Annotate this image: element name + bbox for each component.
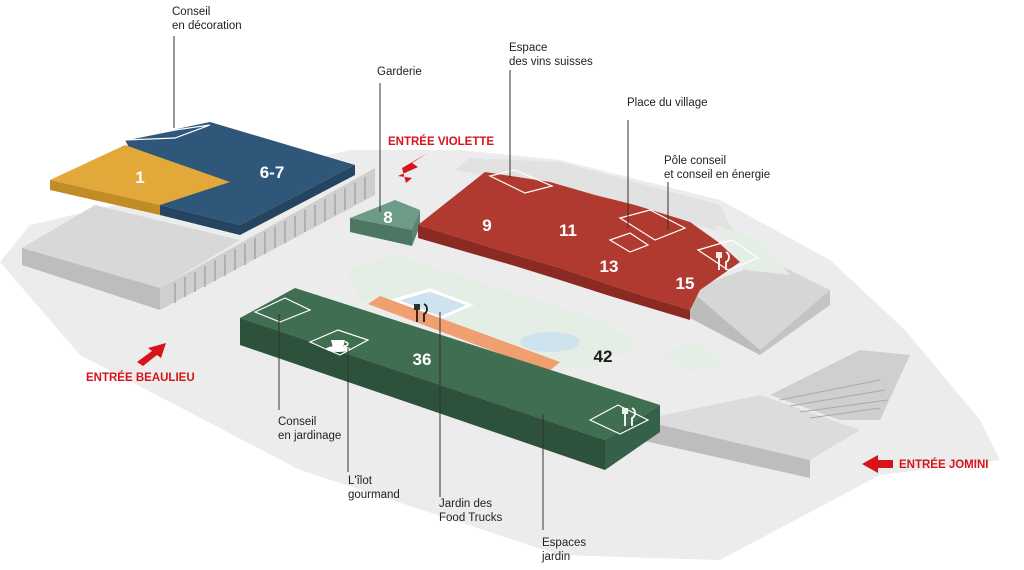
building-right-grey xyxy=(690,260,830,350)
fork-knife-icon xyxy=(716,251,730,270)
building-jomini-side xyxy=(640,420,810,478)
entrance-jomini-label: ENTRÉE JOMINI xyxy=(899,458,988,471)
pond xyxy=(520,332,580,352)
hall-6-7-front xyxy=(160,205,240,235)
pool xyxy=(390,288,475,320)
hall-number-15: 15 xyxy=(676,274,695,293)
building-left-grey xyxy=(22,205,240,288)
garden-advice-outline xyxy=(253,297,312,323)
hall-red-top xyxy=(418,172,740,310)
building-right-grey-side xyxy=(690,290,760,355)
hall-number-1: 1 xyxy=(135,168,144,187)
arrow-left-icon xyxy=(862,455,893,473)
hall-number-8: 8 xyxy=(383,208,392,227)
hall-1-top xyxy=(50,145,230,205)
label-ilot-gourmand: L'îlot gourmand xyxy=(348,475,400,501)
hall-number-6-7: 6-7 xyxy=(260,163,285,182)
hall-6-7-side xyxy=(240,165,355,235)
building-right-grey-side2 xyxy=(760,290,830,355)
hall-1-front xyxy=(50,180,160,215)
coffee-cup-icon xyxy=(326,340,350,352)
label-espaces-jardin: Espaces jardin xyxy=(541,537,589,563)
arrow-up-right-icon xyxy=(137,343,166,366)
hall-number-42: 42 xyxy=(594,347,613,366)
roof-jomini-stripes xyxy=(779,379,889,419)
entrance-beaulieu-label: ENTRÉE BEAULIEU xyxy=(86,371,195,384)
hall-number-13: 13 xyxy=(600,257,619,276)
hall-number-11: 11 xyxy=(559,221,577,240)
colonnade-columns xyxy=(174,177,366,303)
village-place-outline xyxy=(618,209,687,241)
entrance-beaulieu[interactable]: ENTRÉE BEAULIEU xyxy=(86,343,195,384)
label-conseil-decoration: Conseil en décoration xyxy=(172,6,242,32)
roof-jomini xyxy=(770,350,910,420)
label-pole-conseil: Pôle conseil et conseil en énergie xyxy=(664,155,770,181)
leader-lines xyxy=(173,36,669,530)
arrow-down-left-icon xyxy=(398,153,428,183)
entrance-violette[interactable]: ENTRÉE VIOLETTE xyxy=(388,135,494,183)
hall-6-7-top xyxy=(125,122,355,225)
hall-36-top xyxy=(240,288,660,440)
hall-red-front xyxy=(418,225,690,320)
label-conseil-jardinage: Conseil en jardinage xyxy=(278,416,341,442)
label-place-village: Place du village xyxy=(627,97,708,109)
fork-knife-icon xyxy=(414,303,428,322)
restaurant-36-outline xyxy=(588,404,650,435)
hall-number-36: 36 xyxy=(413,350,432,369)
label-jardin-food-trucks: Jardin des Food Trucks xyxy=(439,498,503,524)
hall-8-side xyxy=(412,210,420,246)
entrance-violette-label: ENTRÉE VIOLETTE xyxy=(388,135,494,148)
hall-8-top xyxy=(350,200,420,230)
building-left-grey-side xyxy=(22,248,160,310)
food-trucks-area xyxy=(368,296,560,372)
wine-area-outline xyxy=(488,169,554,194)
label-garderie: Garderie xyxy=(377,66,422,78)
fork-knife-icon xyxy=(622,407,636,426)
restaurant-15-outline xyxy=(696,239,760,271)
garden-plot-right xyxy=(660,342,725,372)
garden-plot-upper-right xyxy=(715,225,790,275)
label-espace-vins: Espace des vins suisses xyxy=(509,42,593,68)
energy-advice-outline xyxy=(608,232,650,253)
colonnade xyxy=(160,168,375,310)
hall-number-9: 9 xyxy=(482,216,491,235)
decoration-zone-outline xyxy=(124,124,211,141)
entrance-jomini[interactable]: ENTRÉE JOMINI xyxy=(862,455,988,473)
hall-8-front xyxy=(350,218,412,246)
hall-36-front xyxy=(240,318,605,470)
